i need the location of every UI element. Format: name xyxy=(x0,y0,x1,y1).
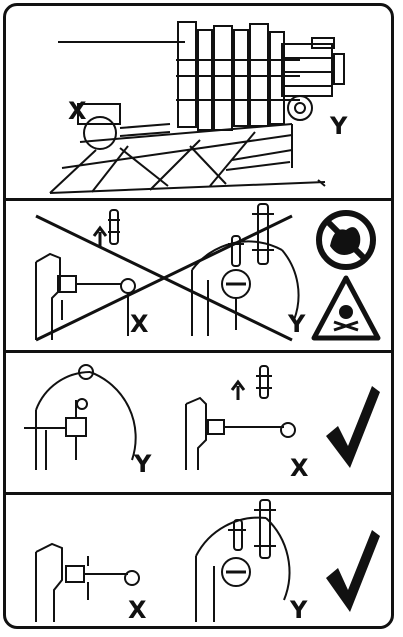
label-x-correct-2: X xyxy=(128,596,147,624)
label-y-incorrect: Y xyxy=(288,310,306,338)
label-y-overview: Y xyxy=(330,112,348,140)
label-x-overview: X xyxy=(68,97,87,125)
cross-out-icon xyxy=(35,214,293,342)
label-x-incorrect: X xyxy=(130,310,149,338)
panel-divider-2 xyxy=(3,350,394,353)
no-hands-prohibition-icon xyxy=(316,210,376,270)
checkmark-icon xyxy=(326,530,380,612)
panel-divider-1 xyxy=(3,198,394,201)
checkmark-icon xyxy=(326,386,380,468)
label-x-correct-1: X xyxy=(290,454,309,482)
label-y-correct-1: Y xyxy=(134,450,152,478)
toxic-warning-icon xyxy=(311,275,381,341)
panel-divider-3 xyxy=(3,492,394,495)
label-y-correct-2: Y xyxy=(290,596,308,624)
